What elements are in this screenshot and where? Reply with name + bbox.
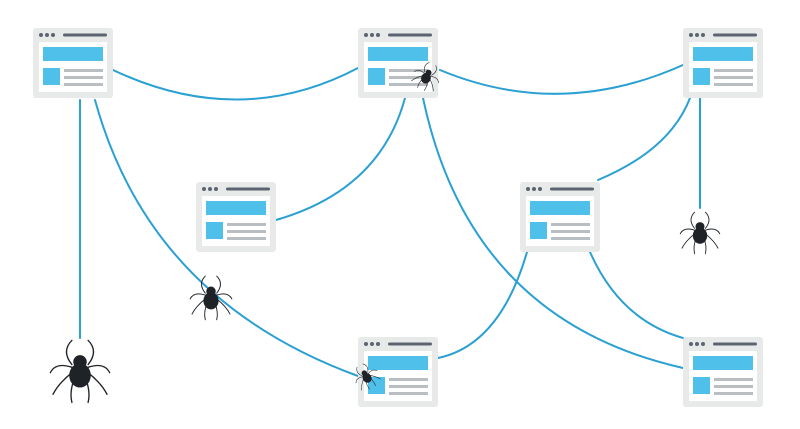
connection-lines (79, 64, 701, 377)
webpage-icon (520, 182, 600, 252)
webpage-icon (33, 28, 113, 98)
link-page-5-page-7 (589, 251, 684, 339)
link-page-1-page-2 (112, 67, 359, 101)
webpage-icon (683, 337, 763, 407)
link-page-2-page-7 (422, 97, 684, 369)
webpage-icon (196, 182, 276, 252)
webpage-icon (683, 28, 763, 98)
link-page-5-page-6 (437, 251, 528, 359)
spider-icon (49, 339, 111, 404)
webpage-icons (33, 28, 763, 407)
link-page-2-page-4 (275, 97, 406, 221)
link-page-2-page-3 (439, 64, 684, 95)
link-page-1-page-6 (94, 99, 359, 377)
link-page-3-page-5 (597, 97, 691, 181)
spider-icon (679, 211, 721, 255)
spider-icon (189, 275, 233, 321)
